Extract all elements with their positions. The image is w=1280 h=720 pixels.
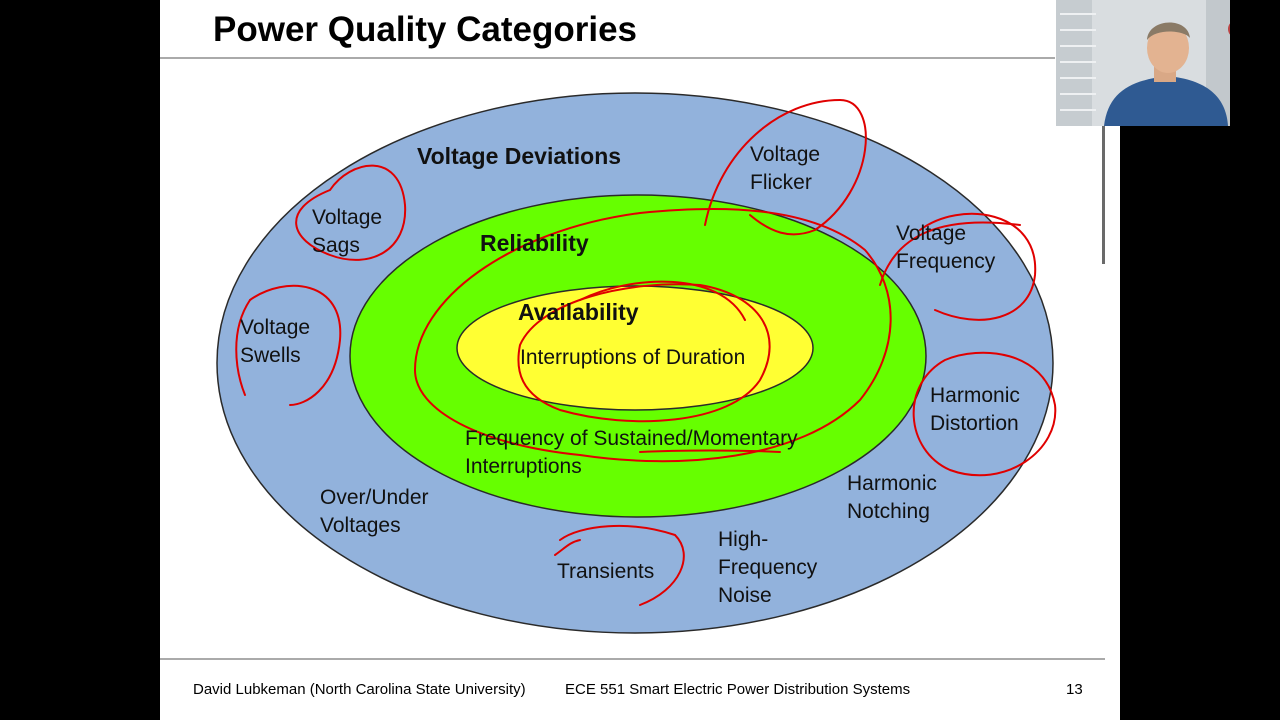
- item-over-under-voltages: Over/Under Voltages: [320, 486, 429, 537]
- presenter-webcam: [1056, 0, 1230, 126]
- item-harmonic-distortion: Harmonic Distortion: [930, 384, 1020, 435]
- item-voltage-frequency: Voltage Frequency: [896, 222, 996, 273]
- page-number: 13: [1066, 681, 1083, 698]
- footer-author: David Lubkeman (North Carolina State Uni…: [193, 681, 526, 698]
- footer-divider: [160, 658, 1105, 660]
- inner-category-text: Interruptions of Duration: [520, 346, 746, 369]
- item-harmonic-notching: Harmonic Notching: [847, 472, 937, 523]
- scrollbar[interactable]: [1102, 126, 1105, 264]
- item-high-frequency-noise: High- Frequency Noise: [718, 528, 818, 607]
- item-voltage-swells: Voltage Swells: [240, 316, 311, 367]
- presenter-video-icon: [1056, 0, 1230, 126]
- middle-category-label: Reliability: [480, 230, 589, 256]
- slide: Power Quality Categories Voltage Deviati…: [160, 0, 1120, 720]
- item-voltage-flicker: Voltage Flicker: [750, 143, 821, 194]
- inner-category-label: Availability: [518, 299, 639, 325]
- footer-course: ECE 551 Smart Electric Power Distributio…: [565, 681, 911, 698]
- item-transients: Transients: [557, 560, 655, 583]
- page-title: Power Quality Categories: [213, 10, 638, 49]
- item-voltage-sags: Voltage Sags: [312, 206, 383, 257]
- outer-category-label: Voltage Deviations: [417, 143, 622, 169]
- power-quality-diagram: [216, 92, 1057, 634]
- title-divider: [160, 57, 1055, 59]
- middle-category-text: Frequency of Sustained/Momentary Interru…: [465, 427, 798, 478]
- pen-annotations: [235, 98, 1057, 606]
